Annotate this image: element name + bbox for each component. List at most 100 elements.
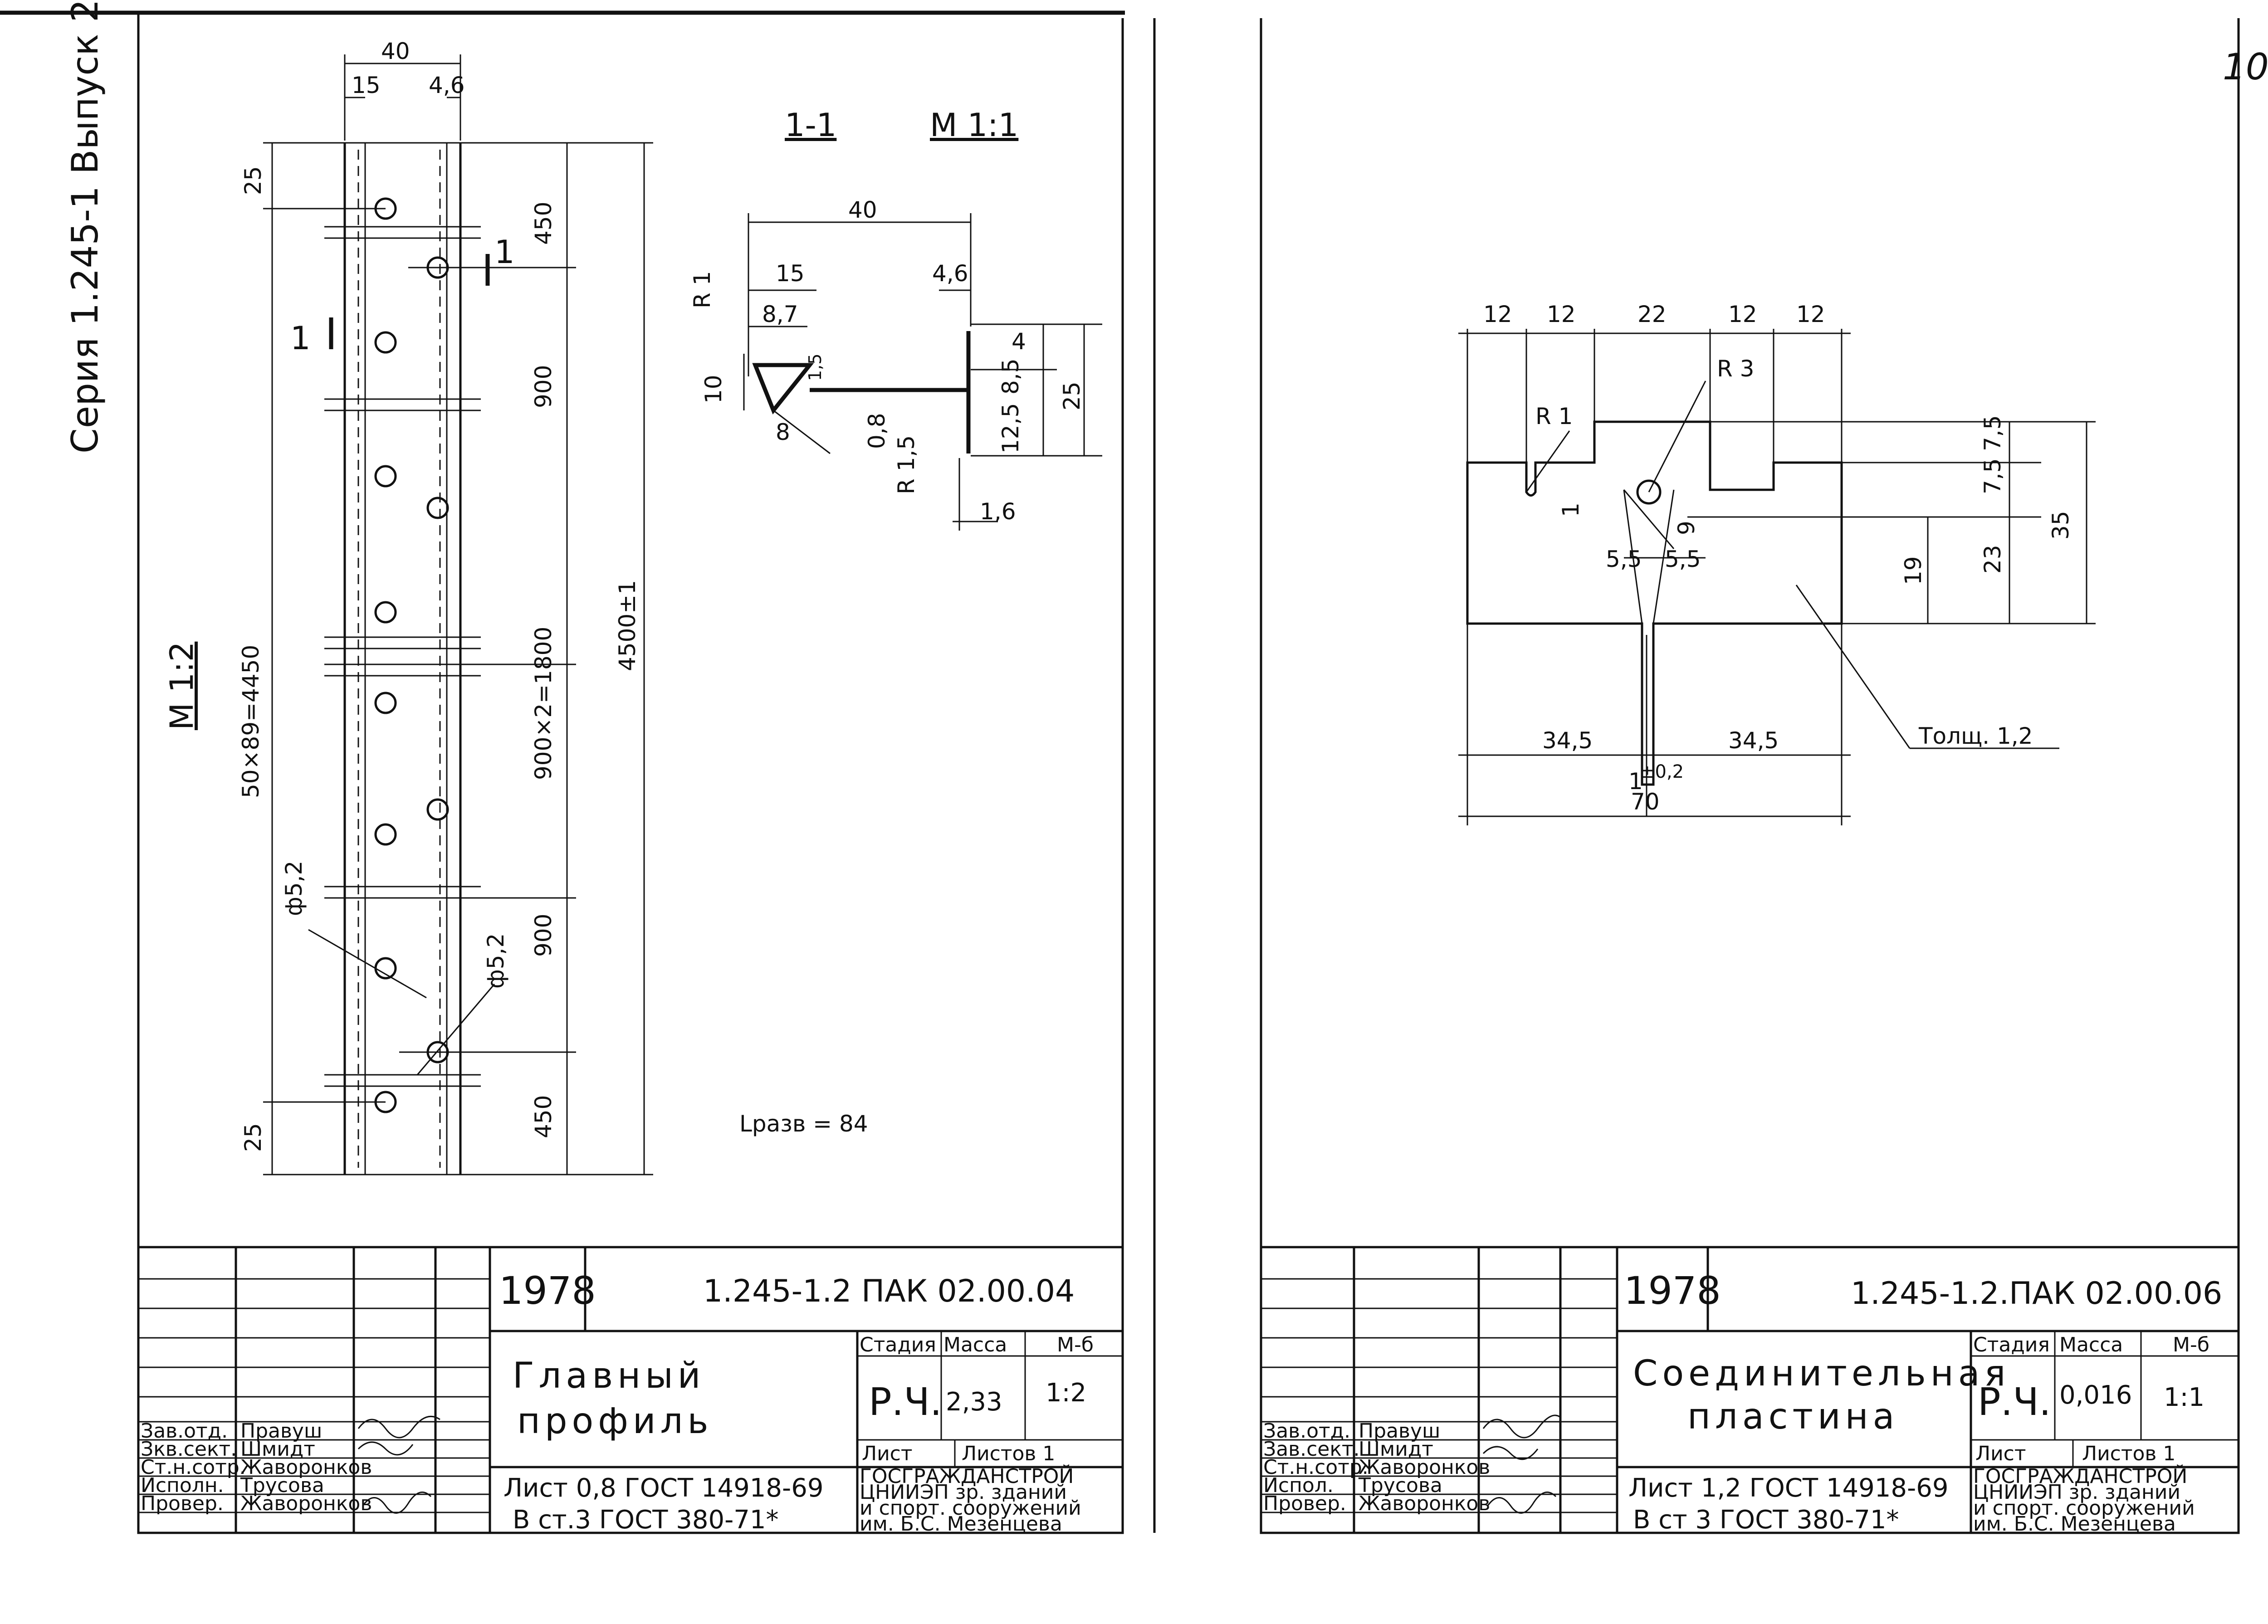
right-role-4: Испол.	[1263, 1474, 1334, 1497]
right-code: 1.245-1.2.ПАК 02.00.06	[1851, 1276, 2222, 1312]
plate-dim-23: 23	[1980, 545, 2006, 574]
dim-900-a: 900	[530, 365, 557, 408]
section-title: 1-1	[785, 107, 836, 144]
left-role-3: Ст.н.сотр.	[141, 1456, 246, 1479]
development-length: Lразв = 84	[739, 1111, 868, 1137]
right-title-1: Соединительная	[1633, 1353, 2010, 1394]
plate-dim-55b: 5,5	[1665, 546, 1701, 572]
sheet-frames	[0, 10, 2240, 1533]
dim-length: 4500±1	[614, 580, 640, 671]
right-role-3: Ст.н.сотр.	[1263, 1456, 1369, 1479]
right-name-2: Шмидт	[1359, 1438, 1433, 1461]
left-mass: 2,33	[946, 1387, 1002, 1417]
dim-1800: 900×2=1800	[530, 627, 557, 780]
right-title-2: пластина	[1687, 1396, 1899, 1437]
left-year: 1978	[499, 1268, 596, 1313]
right-role-1: Зав.отд.	[1263, 1419, 1350, 1443]
sec-dim-15b: 1,5	[805, 354, 825, 381]
plate-dim-tol: ±0,2	[1640, 761, 1684, 782]
sec-dim-15: 15	[776, 260, 805, 287]
right-name-1: Правуш	[1359, 1419, 1440, 1443]
sec-dim-8: 8	[776, 419, 790, 445]
dim-end-25-top: 25	[240, 166, 266, 195]
right-year: 1978	[1624, 1268, 1721, 1313]
sec-dim-87: 8,7	[762, 301, 798, 327]
left-name-4: Трусова	[240, 1474, 324, 1497]
sec-dim-25: 25	[1059, 381, 1085, 410]
sec-dim-4: 4	[1012, 328, 1026, 355]
dim-end-25-bot: 25	[240, 1123, 266, 1152]
sec-dim-85: 8,5	[997, 358, 1024, 395]
right-sheets-label: Листов 1	[2082, 1442, 2175, 1465]
left-title-1: Главный	[513, 1356, 705, 1396]
dim-46: 4,6	[429, 72, 465, 98]
plate-drawing	[1458, 329, 2096, 825]
signature-right-2	[1482, 1446, 1539, 1460]
plate-dim-55a: 5,5	[1606, 546, 1642, 572]
plate-dim-12d: 12	[1796, 301, 1825, 327]
plate-dim-75a: 7,5	[1980, 415, 2006, 451]
left-title-block	[137, 1246, 1124, 1534]
sec-dim-46: 4,6	[932, 260, 968, 287]
sec-dim-R1: R 1	[689, 271, 715, 308]
right-name-3: Жаворонков	[1359, 1456, 1490, 1479]
plate-dim-1b: 1	[1628, 768, 1643, 795]
plate-dim-345a: 34,5	[1542, 727, 1593, 754]
left-sheet-label: Лист	[862, 1442, 913, 1465]
sec-dim-R15: R 1,5	[893, 435, 919, 494]
plate-dim-35: 35	[2048, 511, 2074, 540]
plate-dim-75b: 7,5	[1980, 458, 2006, 494]
right-role-5: Провер.	[1263, 1492, 1346, 1515]
right-stage-label: Стадия	[1973, 1333, 2050, 1356]
sec-dim-40: 40	[848, 197, 877, 223]
section-mark-left: 1	[290, 320, 311, 357]
left-name-3: Жаворонков	[240, 1456, 372, 1479]
plate-dim-12b: 12	[1547, 301, 1576, 327]
plate-dim-9: 9	[1673, 521, 1700, 535]
left-stage-label: Стадия	[860, 1333, 936, 1356]
right-stage: Р.Ч.	[1978, 1380, 2051, 1424]
dim-width-total: 40	[381, 38, 410, 64]
plate-dim-1: 1	[1558, 502, 1584, 517]
left-material-2: В ст.3 ГОСТ 380-71*	[513, 1505, 779, 1535]
right-name-4: Трусова	[1358, 1474, 1442, 1497]
left-scale: 1:2	[1046, 1378, 1086, 1408]
left-mass-label: Масса	[943, 1333, 1007, 1356]
sec-dim-16: 1,6	[980, 498, 1016, 525]
dim-hole-b: ф5,2	[483, 933, 509, 989]
right-org-3: и спорт. сооружений	[1973, 1497, 2195, 1520]
section-mark-right: 1	[494, 234, 515, 271]
section-scale: М 1:1	[930, 107, 1018, 144]
left-role-1: Зав.отд.	[141, 1419, 228, 1443]
dim-900-b: 900	[530, 914, 557, 957]
plate-dim-22: 22	[1637, 301, 1667, 327]
dim-hole-a: ф5,2	[281, 861, 307, 916]
page-number: 10	[2223, 46, 2268, 88]
left-org-2: ЦНИИЭП зр. зданий	[860, 1481, 1067, 1504]
sec-dim-125: 12,5	[997, 403, 1024, 454]
plate-thickness: Толщ. 1,2	[1918, 723, 2033, 749]
left-org-3: и спорт. сооружений	[860, 1497, 1081, 1520]
right-material-1: Лист 1,2 ГОСТ 14918-69	[1628, 1473, 1949, 1503]
right-material-2: В ст 3 ГОСТ 380-71*	[1633, 1505, 1899, 1535]
signature-left-1	[357, 1415, 440, 1439]
sec-dim-08: 0,8	[864, 413, 890, 449]
dim-450-top: 450	[530, 202, 557, 245]
left-title-2: профиль	[517, 1401, 713, 1442]
profile-section	[743, 213, 1102, 531]
dim-hole-pitch: 50×89=4450	[238, 645, 264, 798]
right-org-4: им. Б.С. Мезенцева	[1973, 1512, 2176, 1536]
left-name-1: Правуш	[240, 1419, 322, 1443]
left-material-1: Лист 0,8 ГОСТ 14918-69	[503, 1473, 824, 1503]
right-name-5: Жаворонков	[1359, 1492, 1490, 1515]
right-org-1: ГОСГРАЖДАНСТРОЙ	[1973, 1464, 2187, 1488]
left-name-2: Шмидт	[240, 1438, 315, 1461]
right-role-2: Зав.сект.	[1263, 1438, 1360, 1461]
sec-dim-10: 10	[700, 375, 727, 404]
plate-dim-R3: R 3	[1717, 356, 1754, 382]
signature-right-1	[1482, 1414, 1561, 1439]
right-scale-label: М-б	[2173, 1333, 2209, 1356]
left-org-4: им. Б.С. Мезенцева	[860, 1512, 1062, 1536]
signature-left-3	[362, 1492, 432, 1514]
